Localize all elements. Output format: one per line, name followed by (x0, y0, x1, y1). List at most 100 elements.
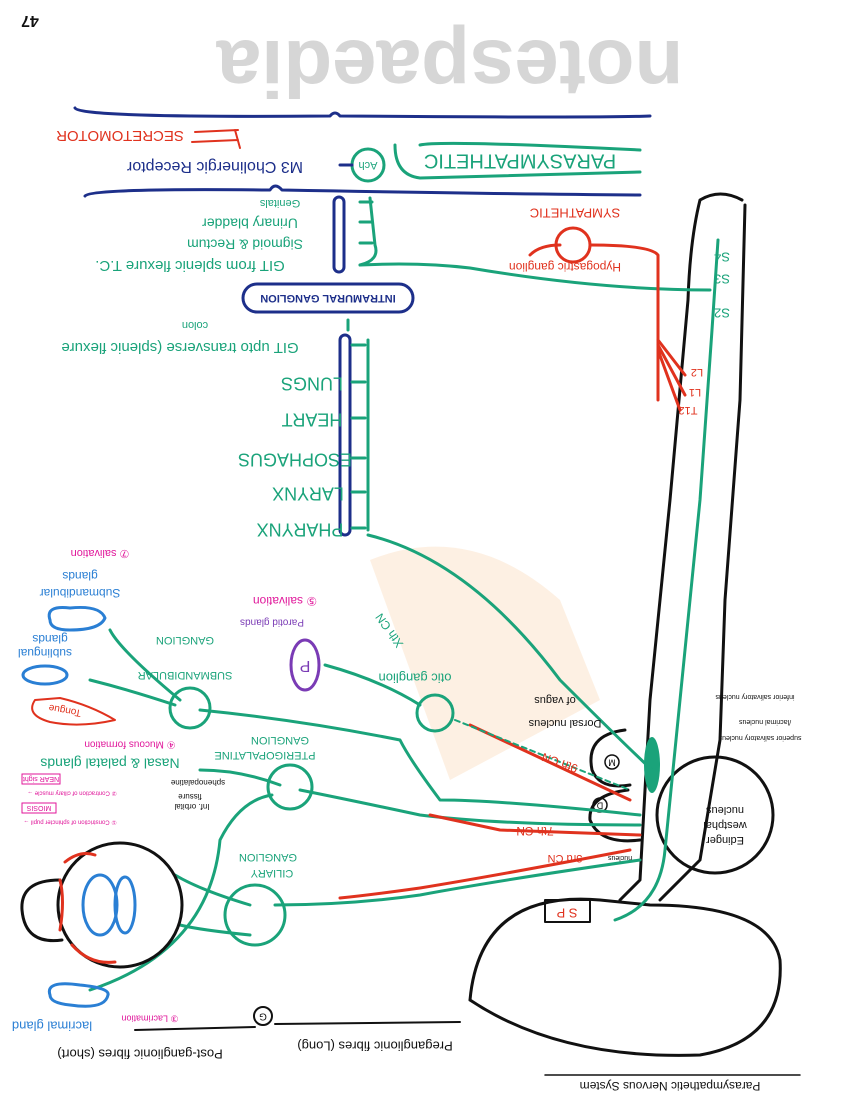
otic-ganglion-label: otic ganglion (379, 671, 452, 686)
level-t12: T12 (679, 404, 698, 416)
dorsal-nucleus-label-2: of vagus (534, 694, 576, 706)
parasympathetic-banner (393, 141, 642, 180)
lens-2 (113, 875, 137, 935)
cerebellum (468, 897, 782, 1057)
eyeball (56, 841, 184, 969)
submandibular-branches (88, 628, 182, 707)
secretomotor-label: SECRETOMOTOR (56, 127, 184, 144)
tongue-label: Tongue (47, 702, 82, 719)
sympathetic-pathway (528, 243, 687, 412)
submandibular-ganglion-label: SUBMANDIBULAR (138, 669, 233, 681)
salivation-5-label: ⑤ salivation (253, 594, 317, 608)
cn7-red (428, 813, 642, 837)
target-genitals: Genitals (259, 197, 300, 209)
sp-box (544, 899, 591, 923)
spinal-cord-outline (618, 192, 747, 902)
ciliary-ganglion-label-2: GANGLION (239, 851, 297, 863)
sublingual-glands-label: sublingual (18, 646, 72, 660)
pterygo-branches (88, 768, 282, 992)
pre-ganglionic-line (274, 1021, 461, 1025)
parasympathetic-heading: PARASYMPATHETIC (424, 150, 616, 172)
level-l2: L2 (691, 366, 703, 378)
near-sight-box (21, 773, 61, 785)
watermark: notespaedia (216, 24, 683, 113)
miosis-label: MIOSIS (26, 804, 51, 811)
miosis-box (21, 802, 57, 814)
midbrain-d (588, 788, 642, 843)
cn3-red (338, 848, 632, 900)
contraction-ciliary-label: ② Contraction of ciliary muscle → (27, 789, 117, 796)
submandibular-ganglion-label-2: GANGLION (156, 634, 214, 646)
lacrimal-gland (47, 982, 110, 1008)
westphal-label: westphal (703, 819, 747, 831)
hypogastric-ganglion (554, 226, 592, 264)
midbrain-m (589, 728, 632, 788)
cn7-submandibular-path (198, 708, 642, 817)
lacrimation-label: ③ Lacrimation (121, 1014, 178, 1024)
target-urinary-bladder: Urinary bladder (202, 215, 298, 231)
target-sigmoid-rectum: Sigmoid & Rectum (187, 236, 303, 252)
salivation-7-label: ⑦ salivation (71, 547, 130, 559)
lacrimal-gland-label: lacrimal gland (12, 1019, 92, 1034)
m-circle (604, 754, 620, 770)
inf-orbital-label-2: fissure (178, 792, 202, 801)
inferior-salivatory-label: inferior salivatory nucleus (715, 693, 794, 700)
lens (81, 873, 119, 937)
d-label: D (596, 801, 603, 811)
nucleus-label: nucleus (607, 854, 632, 861)
m-label: M (608, 758, 616, 768)
sublingual-glands-label-2: glands (32, 632, 67, 646)
parotid-gland (289, 638, 321, 692)
sacral-outflow-line (358, 262, 712, 292)
ganglion-symbol (253, 1006, 273, 1026)
superior-salivatory-label: superior salivatory nucleus (718, 734, 801, 741)
iris-muscles (58, 852, 117, 964)
otic-dashed (454, 719, 631, 791)
vagus-nerve-path (366, 533, 654, 772)
submandibular-glands-label-2: glands (62, 569, 97, 583)
pterygopalatine-ganglion (266, 763, 314, 811)
parotid-letter: P (300, 657, 311, 674)
ciliary-ganglion (223, 883, 287, 947)
level-s2: S2 (714, 306, 730, 321)
level-s4: S4 (714, 250, 730, 265)
intramural-bar-vagal (338, 333, 352, 537)
cn7-pterygo-path (298, 788, 642, 827)
pre-ganglionic-label: Preganglionic fibres (Long) (297, 1039, 452, 1054)
level-l1: L1 (689, 386, 701, 398)
vagus-nerve-label: Xth CN (372, 611, 406, 651)
organ-heart: HEART (282, 409, 343, 429)
intramural-bar-sacral (332, 195, 346, 274)
submandibular-ganglion (168, 686, 212, 730)
dorsal-nucleus-vagus (644, 737, 660, 793)
tongue-shape (31, 697, 116, 726)
pons (655, 755, 775, 875)
sp-label: S P (557, 906, 578, 921)
target-git-transverse: GIT upto transverse (splenic flexure (61, 339, 298, 356)
parasympathetic-outflow-trunk (613, 238, 720, 922)
nasal-palatal-label: Nasal & palatal glands (40, 755, 179, 771)
submandibular-gland (47, 606, 107, 632)
sphenopalatine-label: sphenopalatine (170, 778, 225, 787)
hypogastric-ganglion-label: Hypogastric ganglion (509, 260, 621, 274)
cn7-label: 7th CN (516, 824, 553, 838)
cn3-label: 3rd CN (548, 852, 583, 864)
cornea (20, 878, 64, 943)
mucous-formation-label: ④ Mucous formation (84, 738, 175, 749)
pterygopalatine-ganglion-label: PTERIGOPALATINE (214, 749, 315, 761)
receptor-label: M3 Cholinergic Receptor (126, 158, 303, 175)
dorsal-nucleus-label: Dorsal nucleus (528, 717, 601, 729)
vagal-branches (346, 318, 370, 532)
cn3-path (273, 858, 642, 907)
page-title: Parasympathetic Nervous System (580, 1079, 761, 1093)
constriction-pupil-label: ① Constriction of sphincter pupil → (23, 818, 116, 825)
inf-orbital-label: Inf. orbital (174, 802, 209, 811)
ciliary-ganglion-label: CILIARY (250, 867, 293, 879)
lacrimal-nucleus-label: /lacrimal nucleus (738, 718, 791, 725)
post-ganglionic-line (134, 1026, 256, 1031)
ciliary-branches (173, 873, 252, 937)
second-brace (83, 184, 642, 198)
sublingual-gland (21, 664, 69, 686)
